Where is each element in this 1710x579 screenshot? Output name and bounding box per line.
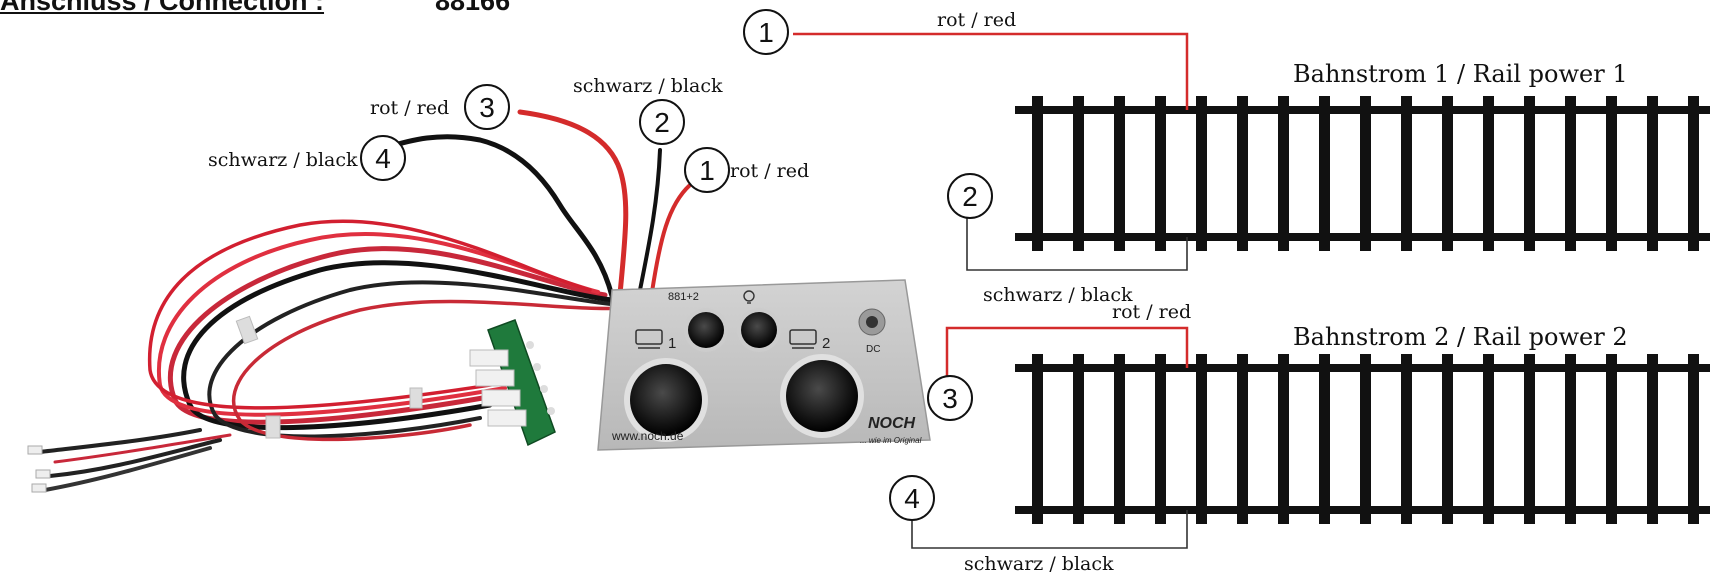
svg-text:1: 1 (699, 155, 715, 186)
track-sleeper (1524, 354, 1535, 524)
terminal-2-device: 2 (639, 99, 685, 145)
track-sleeper (1442, 96, 1453, 251)
svg-text:4: 4 (375, 143, 391, 174)
svg-text:2: 2 (962, 181, 978, 212)
label-red-terminal-1: rot / red (937, 9, 1016, 31)
track-sleeper (1647, 96, 1658, 251)
diagram-title: Anschluss / Connection : (0, 0, 325, 16)
track-sleeper (1647, 354, 1658, 524)
track-sleeper (1688, 354, 1699, 524)
label-black-terminal-2: schwarz / black (983, 284, 1133, 306)
knob-2-number: 2 (822, 335, 830, 352)
label-red-terminal-3: rot / red (1112, 301, 1191, 323)
track-2-label: Bahnstrom 2 / Rail power 2 (1293, 323, 1628, 351)
dc-label: DC (866, 344, 880, 355)
track-sleeper (1196, 354, 1207, 524)
track-sleeper (1237, 96, 1248, 251)
terminal-4-track: 4 (889, 475, 935, 521)
track-sleeper (1278, 96, 1289, 251)
track-sleeper (1360, 354, 1371, 524)
track-rail (1015, 233, 1710, 241)
label-black-device-4: schwarz / black (208, 149, 358, 171)
svg-text:3: 3 (942, 383, 958, 414)
track-sleeper (1073, 354, 1084, 524)
track-sleeper (1360, 96, 1371, 251)
svg-text:3: 3 (479, 92, 495, 123)
knob-1-number: 1 (668, 335, 676, 352)
track-sleeper (1688, 96, 1699, 251)
track-sleeper (1483, 96, 1494, 251)
track-sleeper (1032, 96, 1043, 251)
small-knob-right (737, 308, 781, 352)
track-sleeper (1442, 354, 1453, 524)
track-sleeper (1565, 96, 1576, 251)
terminal-1-device: 1 (684, 147, 730, 193)
terminal-3-track: 3 (927, 375, 973, 421)
track-sleeper (1155, 96, 1166, 251)
terminal-2-track: 2 (947, 173, 993, 219)
switch-label: 881+2 (668, 291, 699, 303)
track-sleeper (1483, 354, 1494, 524)
big-knob-right (780, 354, 864, 438)
cable-harness (27, 109, 692, 493)
terminal-4-device: 4 (360, 135, 406, 181)
track-sleeper (1155, 354, 1166, 524)
label-red-device-1: rot / red (730, 160, 809, 182)
device-url: www.noch.de (611, 429, 684, 443)
svg-text:4: 4 (904, 483, 920, 514)
track-sleeper (1319, 354, 1330, 524)
track-rail (1015, 106, 1710, 114)
article-number: 88166 (435, 0, 511, 16)
terminal-3-device: 3 (464, 84, 510, 130)
track-sleeper (1278, 354, 1289, 524)
black-wire-track-1 (966, 218, 1188, 271)
track-sleeper (1032, 354, 1043, 524)
pcb-connector-board (469, 319, 556, 447)
train-icon-2 (789, 329, 817, 349)
red-wire-track-1 (793, 32, 1189, 110)
track-sleeper (1606, 96, 1617, 251)
track-sleeper (1606, 354, 1617, 524)
track-sleeper (1401, 354, 1412, 524)
device-brand-logo: NOCH (868, 415, 916, 432)
label-red-device-3: rot / red (370, 97, 449, 119)
track-sleeper (1114, 354, 1125, 524)
black-wire-track-2 (911, 510, 1188, 549)
svg-text:1: 1 (758, 17, 774, 48)
track-sleeper (1319, 96, 1330, 251)
train-icon-1 (635, 329, 663, 349)
track-sleeper (1114, 96, 1125, 251)
track-rail-power-2 (1015, 354, 1710, 524)
control-panel-device: 881+2 1 2 DC www.noch.de NOCH ... wie im… (597, 279, 931, 451)
track-sleeper (1401, 96, 1412, 251)
track-sleeper (1565, 354, 1576, 524)
dc-jack (858, 308, 886, 336)
track-1-label: Bahnstrom 1 / Rail power 1 (1293, 60, 1628, 88)
track-sleeper (1196, 96, 1207, 251)
label-black-terminal-4: schwarz / black (964, 553, 1114, 575)
track-sleeper (1237, 354, 1248, 524)
track-rail-power-1 (1015, 96, 1710, 251)
track-sleeper (1073, 96, 1084, 251)
track-rail (1015, 506, 1710, 514)
device-slogan: ... wie im Original (860, 436, 922, 445)
red-wire-track-2 (945, 326, 1189, 378)
big-knob-left (624, 358, 708, 442)
label-black-device-2: schwarz / black (573, 75, 723, 97)
track-sleeper (1524, 96, 1535, 251)
terminal-1-track: 1 (743, 9, 789, 55)
svg-text:2: 2 (654, 107, 670, 138)
small-knob-left (684, 308, 728, 352)
lamp-icon (743, 290, 755, 304)
track-rail (1015, 364, 1710, 372)
